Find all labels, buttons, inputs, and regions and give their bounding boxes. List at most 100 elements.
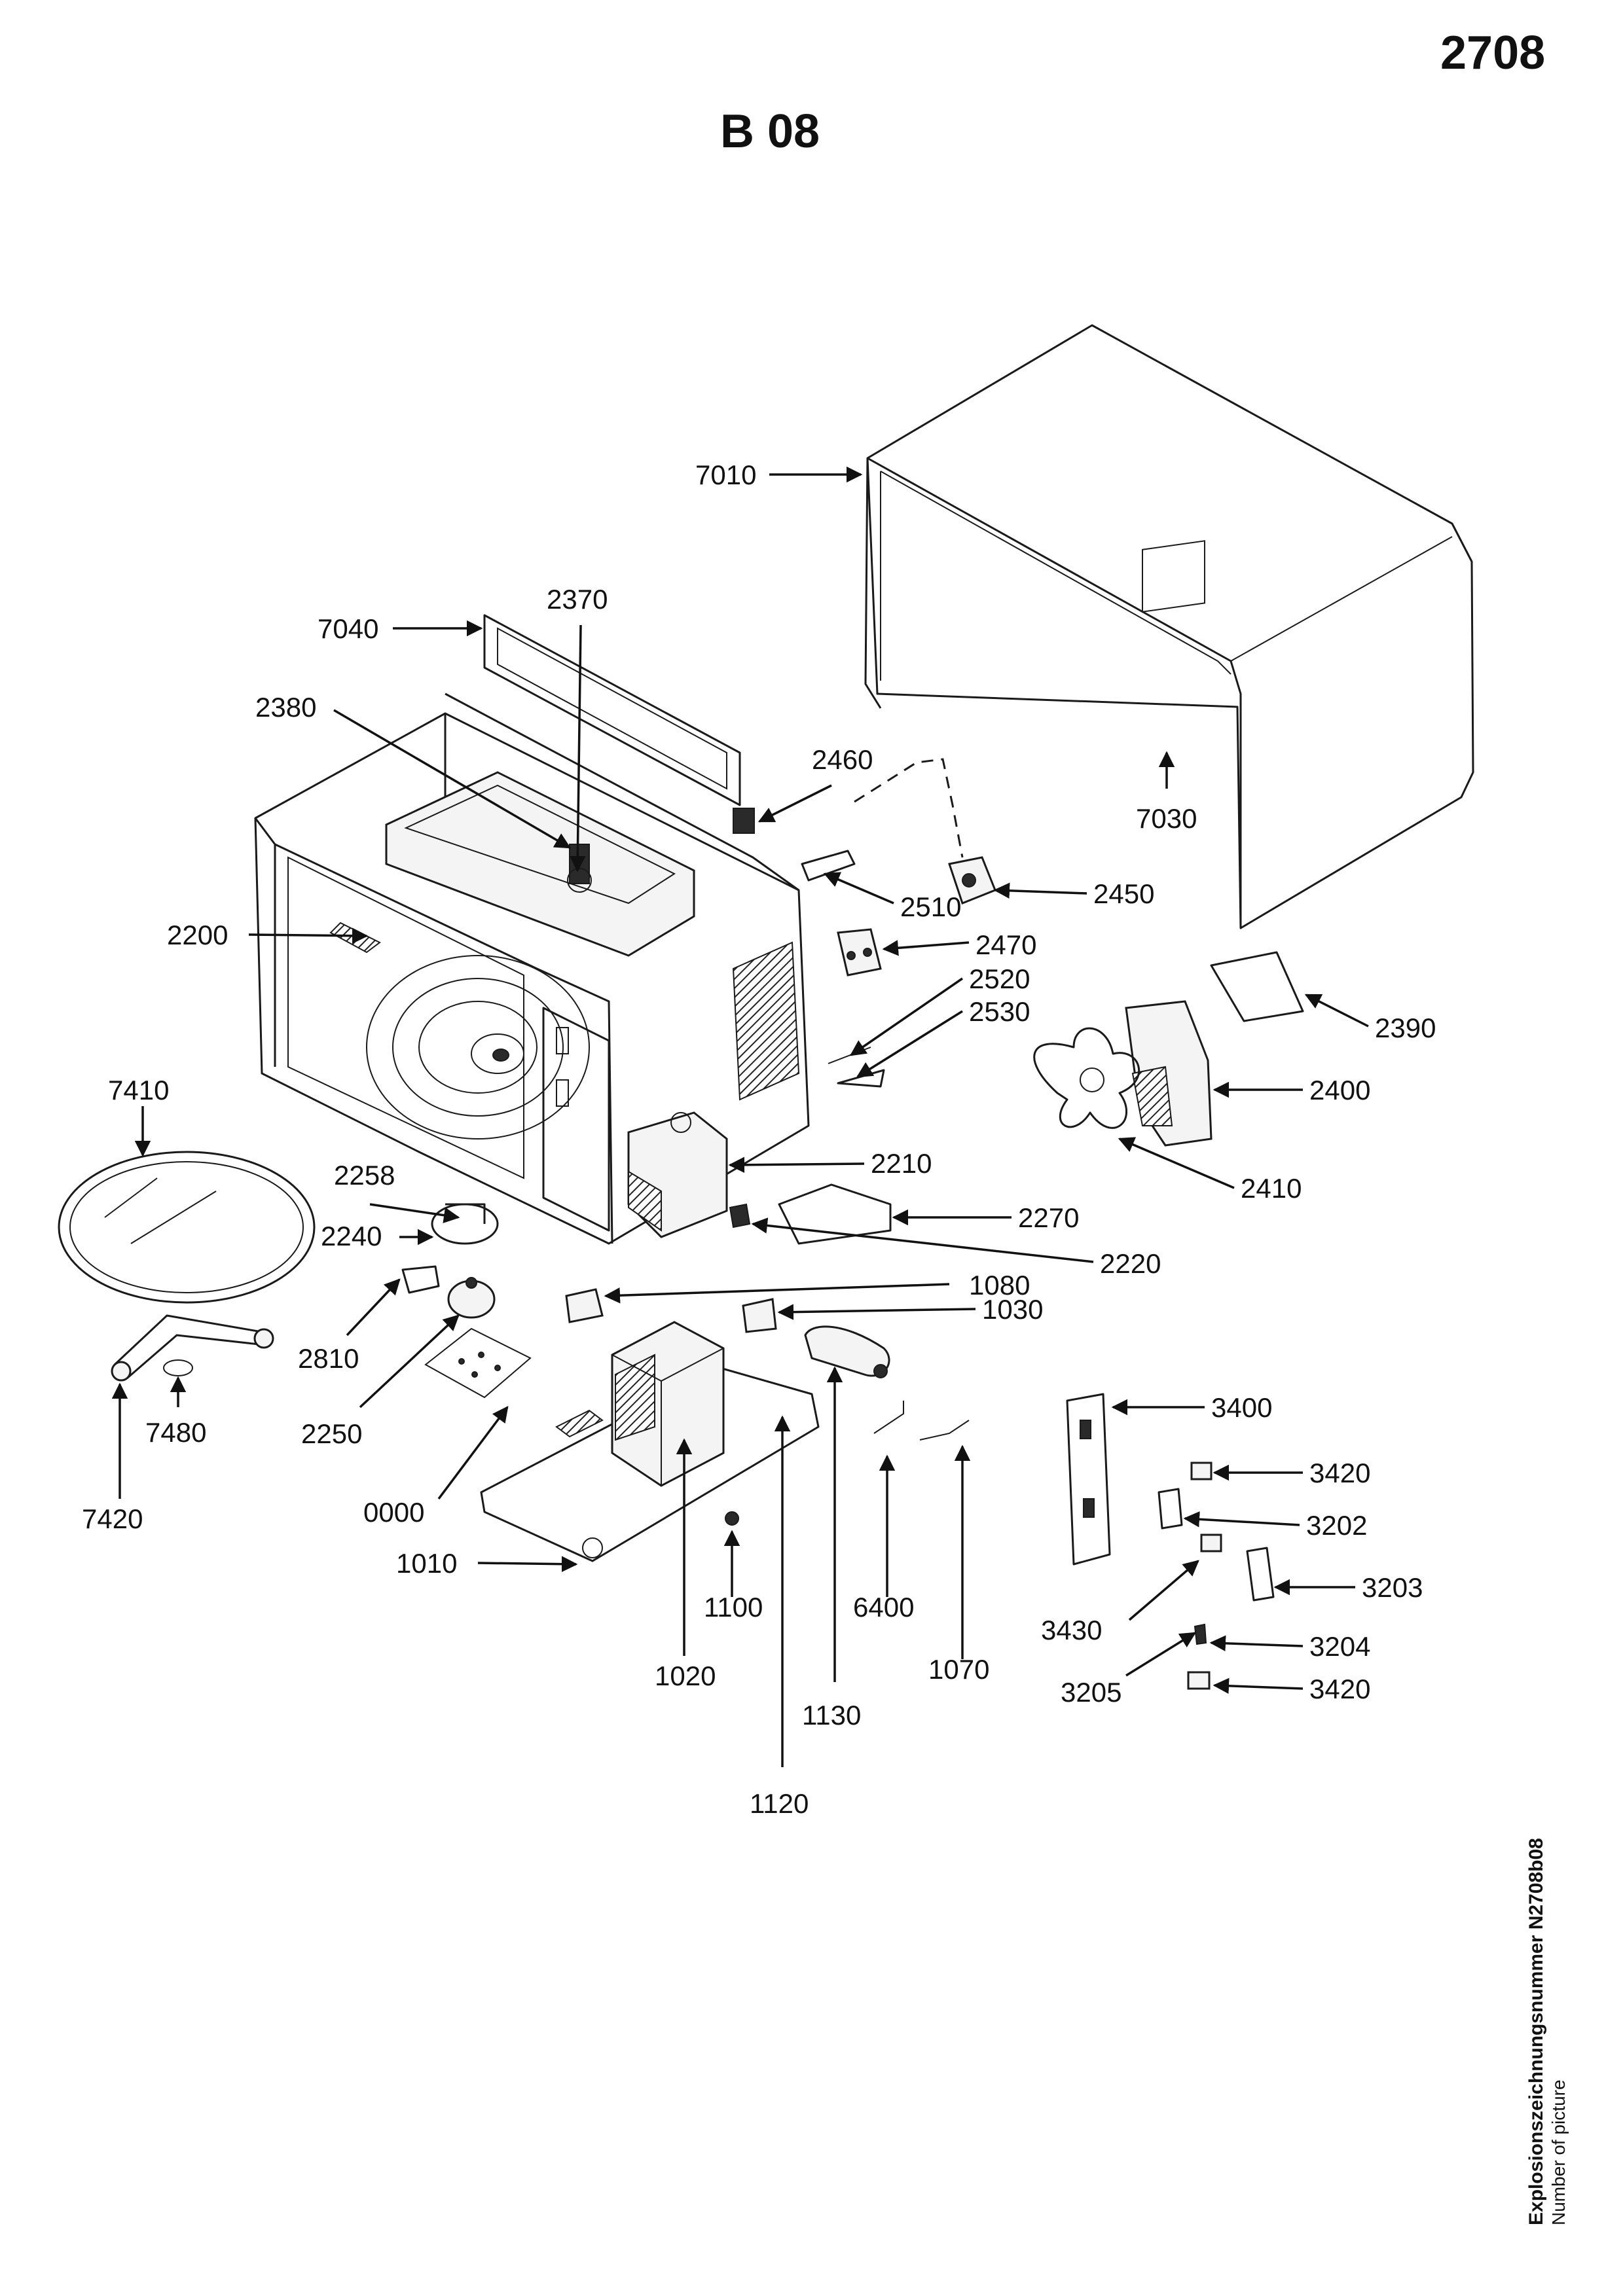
leader-2380 xyxy=(333,709,572,849)
noise-filter-b-drawing xyxy=(742,1298,777,1333)
callout-2400: 2400 xyxy=(1309,1075,1370,1105)
leader-2210 xyxy=(728,1157,865,1174)
leader-3204 xyxy=(1209,1635,1304,1652)
leader-3430 xyxy=(1128,1560,1199,1621)
leader-2460 xyxy=(757,784,832,823)
leader-0000 xyxy=(437,1406,509,1500)
callout-2810: 2810 xyxy=(298,1343,359,1374)
callout-3400: 3400 xyxy=(1211,1392,1272,1423)
callout-7410: 7410 xyxy=(108,1075,169,1105)
callout-3420-upper: 3420 xyxy=(1309,1458,1370,1488)
thermal-fuse-drawing xyxy=(729,1203,751,1229)
callout-7030: 7030 xyxy=(1136,803,1197,834)
leader-1010 xyxy=(477,1556,578,1572)
leader-2390 xyxy=(1304,994,1369,1028)
leader-3205 xyxy=(1125,1632,1197,1677)
leader-2530 xyxy=(856,1010,963,1078)
callout-3202: 3202 xyxy=(1306,1510,1367,1541)
callout-1100: 1100 xyxy=(704,1592,763,1623)
group-code: B 08 xyxy=(720,105,820,158)
turntable-tray-drawing xyxy=(58,1151,316,1304)
callout-1070: 1070 xyxy=(928,1654,989,1685)
leader-1030 xyxy=(777,1304,976,1320)
leader-2470 xyxy=(882,940,970,956)
callout-1010: 1010 xyxy=(396,1548,457,1579)
callout-2530: 2530 xyxy=(969,996,1030,1027)
leader-3202 xyxy=(1183,1511,1300,1528)
motor-bracket-drawing xyxy=(1210,951,1304,1022)
callout-1080: 1080 xyxy=(969,1270,1030,1300)
relay-drawing xyxy=(837,928,882,977)
callout-2470: 2470 xyxy=(976,929,1036,960)
callout-0000: 0000 xyxy=(363,1497,424,1528)
microswitch-a-drawing xyxy=(1190,1462,1213,1480)
callout-1030: 1030 xyxy=(982,1294,1043,1325)
callout-2380: 2380 xyxy=(255,692,316,723)
page-number: 2708 xyxy=(1440,27,1546,79)
hv-diode-drawing xyxy=(873,1401,904,1434)
callout-1120: 1120 xyxy=(750,1788,809,1819)
switch-spring-drawing xyxy=(1194,1623,1207,1645)
callout-2390: 2390 xyxy=(1375,1013,1436,1043)
switch-holder-drawing xyxy=(1066,1393,1111,1566)
magnetron-drawing xyxy=(627,1111,728,1238)
callout-3204: 3204 xyxy=(1309,1631,1370,1662)
callout-2240: 2240 xyxy=(321,1221,382,1251)
leader-2450 xyxy=(993,882,1087,899)
callout-7010: 7010 xyxy=(695,459,756,490)
callout-1130: 1130 xyxy=(802,1700,861,1731)
top-cover-plate-drawing xyxy=(483,614,741,806)
callout-2220: 2220 xyxy=(1100,1248,1161,1279)
noise-filter-a-drawing xyxy=(565,1288,604,1323)
microswitch-c-drawing xyxy=(1187,1671,1211,1690)
callout-2370: 2370 xyxy=(547,584,608,615)
turntable-motor-drawing xyxy=(447,1277,496,1319)
waveguide-cover-drawing xyxy=(778,1183,892,1245)
leader-2410 xyxy=(1118,1137,1235,1189)
microswitch-b-drawing xyxy=(1200,1534,1222,1552)
leader-2250 xyxy=(359,1314,460,1408)
callout-3420-lower: 3420 xyxy=(1309,1674,1370,1704)
switch-bracket-drawing xyxy=(1246,1547,1275,1602)
callout-2200: 2200 xyxy=(167,920,228,950)
leader-2258 xyxy=(369,1203,460,1223)
callout-7040: 7040 xyxy=(318,613,378,644)
control-board-drawing xyxy=(424,1327,532,1399)
leader-2200 xyxy=(248,927,369,944)
fuse-holder-drawing xyxy=(733,808,755,834)
coupler-washer-drawing xyxy=(163,1359,193,1376)
callout-1020: 1020 xyxy=(655,1660,716,1691)
leader-2810 xyxy=(346,1278,401,1336)
callout-2250: 2250 xyxy=(301,1418,362,1449)
callout-6400: 6400 xyxy=(853,1592,914,1623)
drawing-number-caption: Explosionszeichnungsnummer N2708b08 Numb… xyxy=(1525,1838,1569,2225)
drawing-number: Explosionszeichnungsnummer N2708b08 xyxy=(1525,1838,1547,2225)
leader-3420-lower xyxy=(1213,1677,1304,1695)
coupler-drawing xyxy=(431,1203,499,1245)
callout-2510: 2510 xyxy=(900,891,961,922)
callout-2410: 2410 xyxy=(1241,1173,1302,1204)
callout-2450: 2450 xyxy=(1093,878,1154,909)
transformer-drawing xyxy=(611,1321,725,1487)
fan-blade-drawing xyxy=(1033,1027,1140,1129)
hv-capacitor-drawing xyxy=(804,1325,890,1378)
leader-2520 xyxy=(849,977,963,1056)
leader-2510 xyxy=(823,872,894,905)
callout-3205: 3205 xyxy=(1061,1677,1122,1708)
leader-1080 xyxy=(604,1283,950,1304)
callout-2210: 2210 xyxy=(871,1148,932,1179)
callout-3430: 3430 xyxy=(1041,1615,1102,1645)
oven-cavity-drawing xyxy=(254,692,810,1245)
power-cord-drawing xyxy=(854,758,996,905)
callout-2258: 2258 xyxy=(334,1160,395,1191)
screw-drawing xyxy=(725,1511,739,1526)
drawing-number-english: Number of picture xyxy=(1548,2079,1569,2225)
leader-2370 xyxy=(570,624,586,872)
fan-motor-drawing xyxy=(1125,1000,1213,1147)
bracket-drawing xyxy=(401,1265,440,1294)
leader-2220 xyxy=(751,1217,1094,1263)
callout-2520: 2520 xyxy=(969,963,1030,994)
outer-cabinet-drawing xyxy=(864,324,1474,929)
callout-2270: 2270 xyxy=(1018,1202,1079,1233)
